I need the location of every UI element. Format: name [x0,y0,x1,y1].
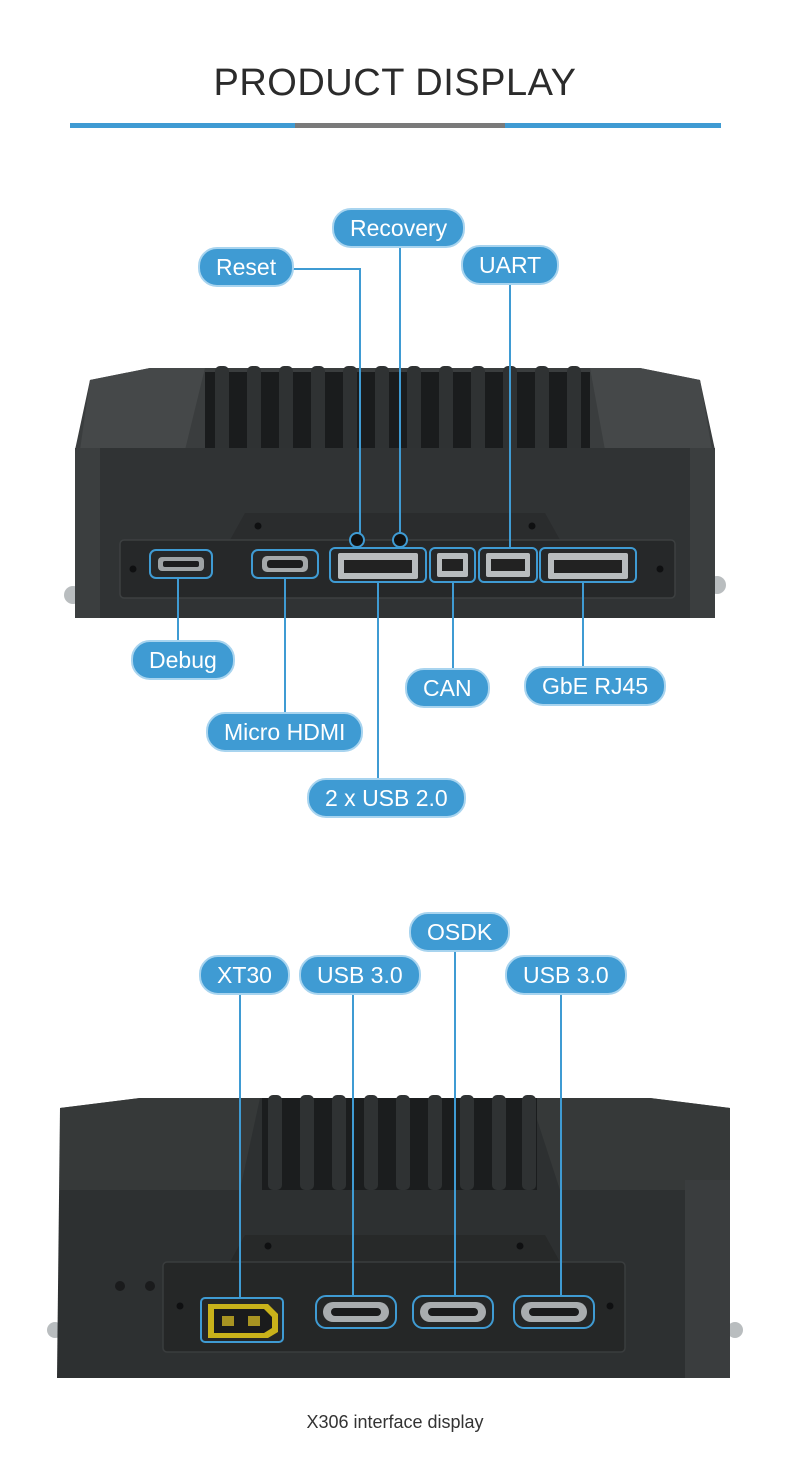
top-device [64,245,726,778]
title-divider-middle [295,123,505,128]
uart-port-icon [478,547,538,583]
label-can: CAN [405,668,490,708]
label-osdk: OSDK [409,912,511,952]
page-title: PRODUCT DISPLAY [213,62,577,104]
title-divider-left [70,123,295,128]
label-usb30-left: USB 3.0 [299,955,421,995]
label-micro-hdmi: Micro HDMI [206,712,364,752]
footer-caption: X306 interface display [306,1412,484,1432]
title-divider-right [505,123,721,128]
usb-c-port-icon [412,1295,494,1329]
label-reset: Reset [198,247,295,287]
bottom-device [47,950,743,1378]
label-uart: UART [461,245,560,285]
label-recovery: Recovery [332,208,466,248]
debug-port-icon [149,549,213,579]
label-usb20: 2 x USB 2.0 [307,778,466,818]
usb-c-port-icon [513,1295,595,1329]
label-usb30-right: USB 3.0 [505,955,627,995]
label-gbe-rj45: GbE RJ45 [524,666,667,706]
usb20-port-icon [329,547,427,583]
micro-hdmi-port-icon [251,549,319,579]
rj45-port-icon [539,547,637,583]
label-xt30: XT30 [199,955,290,995]
label-debug: Debug [131,640,235,680]
xt30-port-icon [200,1297,284,1343]
usb-c-port-icon [315,1295,397,1329]
